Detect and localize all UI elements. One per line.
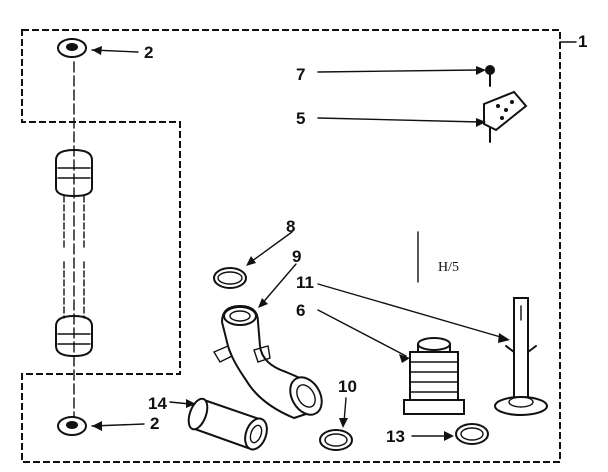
svg-text:9: 9 [292, 247, 301, 266]
svg-text:13: 13 [386, 427, 405, 446]
washer-top: 2 [57, 38, 153, 62]
stem: 6 [296, 301, 465, 415]
connector-lower [55, 261, 93, 357]
nozzle: 5 [296, 90, 528, 143]
svg-text:6: 6 [296, 301, 305, 320]
section-code: H/5 [438, 260, 459, 275]
callout-11: 11 [296, 273, 510, 343]
svg-text:1: 1 [578, 32, 587, 51]
post [494, 297, 548, 416]
clamp-small: 10 [319, 377, 357, 451]
hose-elbow: 9 [212, 247, 323, 420]
coupling: 14 [148, 394, 268, 451]
clamp: 8 [213, 217, 295, 289]
svg-text:10: 10 [338, 377, 357, 396]
screw: 7 [296, 65, 495, 87]
connector-upper [55, 149, 93, 251]
gasket: 13 [386, 423, 489, 446]
svg-text:5: 5 [296, 109, 305, 128]
svg-text:7: 7 [296, 65, 305, 84]
svg-text:8: 8 [286, 217, 295, 236]
svg-text:14: 14 [148, 394, 167, 413]
washer-bottom: 2 [57, 414, 159, 436]
svg-text:2: 2 [150, 414, 159, 433]
callout-1: 1 [559, 32, 587, 51]
svg-text:2: 2 [144, 43, 153, 62]
svg-text:11: 11 [296, 273, 314, 292]
